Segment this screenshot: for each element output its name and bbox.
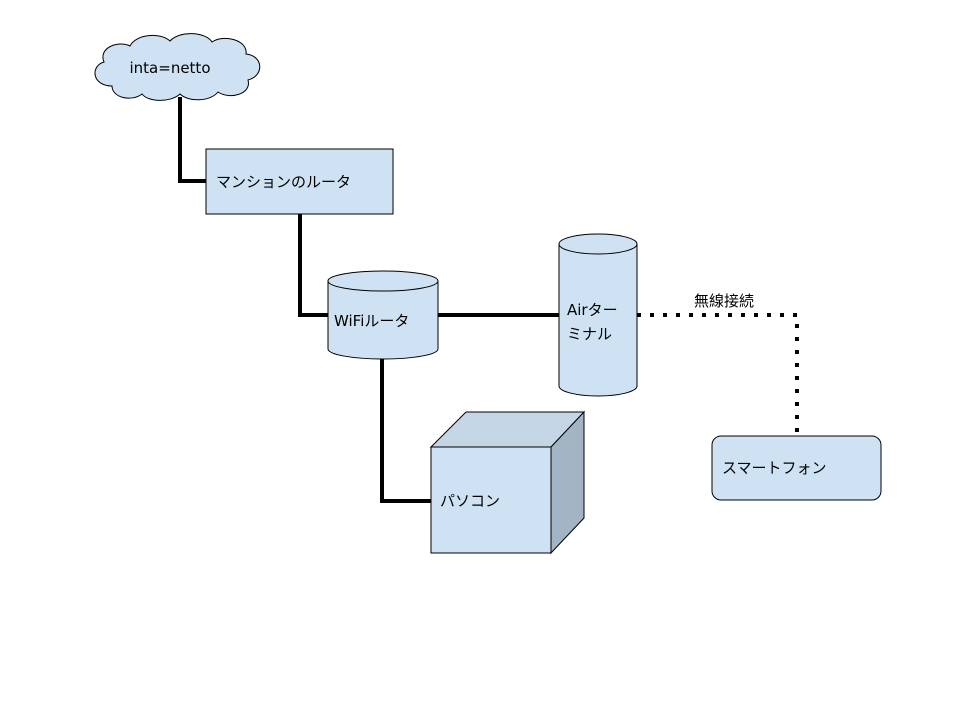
smartphone-label: スマートフォン xyxy=(722,459,827,477)
pc-label: パソコン xyxy=(440,492,500,510)
smartphone-box xyxy=(711,435,882,501)
mansion-router-box xyxy=(205,148,394,215)
edge-air-terminal-to-smartphone-wireless xyxy=(637,313,799,436)
edge-internet-to-mansion-router xyxy=(178,97,206,183)
air-terminal-cylinder-top xyxy=(558,233,638,255)
wireless-connection-label: 無線接続 xyxy=(694,292,754,310)
internet-cloud[interactable]: inta=netto xyxy=(94,33,261,101)
smartphone-node[interactable]: スマートフォン xyxy=(711,435,882,501)
internet-label: inta=netto xyxy=(130,59,211,77)
wifi-router-node[interactable]: WiFiルータ xyxy=(327,270,439,360)
connectors xyxy=(178,97,559,503)
cloud-icon xyxy=(94,33,261,101)
wifi-router-label: WiFiルータ xyxy=(334,312,409,330)
edge-wifi-router-to-pc xyxy=(380,358,431,503)
air-terminal-cylinder-body xyxy=(558,244,638,397)
air-terminal-label-line1: Airター xyxy=(567,301,618,319)
air-terminal-node[interactable]: Airター ミナル xyxy=(558,233,638,397)
edge-mansion-router-to-wifi-router xyxy=(298,214,328,317)
wifi-router-cylinder-top xyxy=(327,270,439,292)
pc-cube-front xyxy=(430,446,552,554)
wifi-router-cylinder-body xyxy=(327,281,439,360)
air-terminal-label-line2: ミナル xyxy=(567,325,612,343)
mansion-router-node[interactable]: マンションのルータ xyxy=(205,148,394,215)
pc-node[interactable]: パソコン xyxy=(429,410,586,555)
mansion-router-label: マンションのルータ xyxy=(216,173,351,191)
